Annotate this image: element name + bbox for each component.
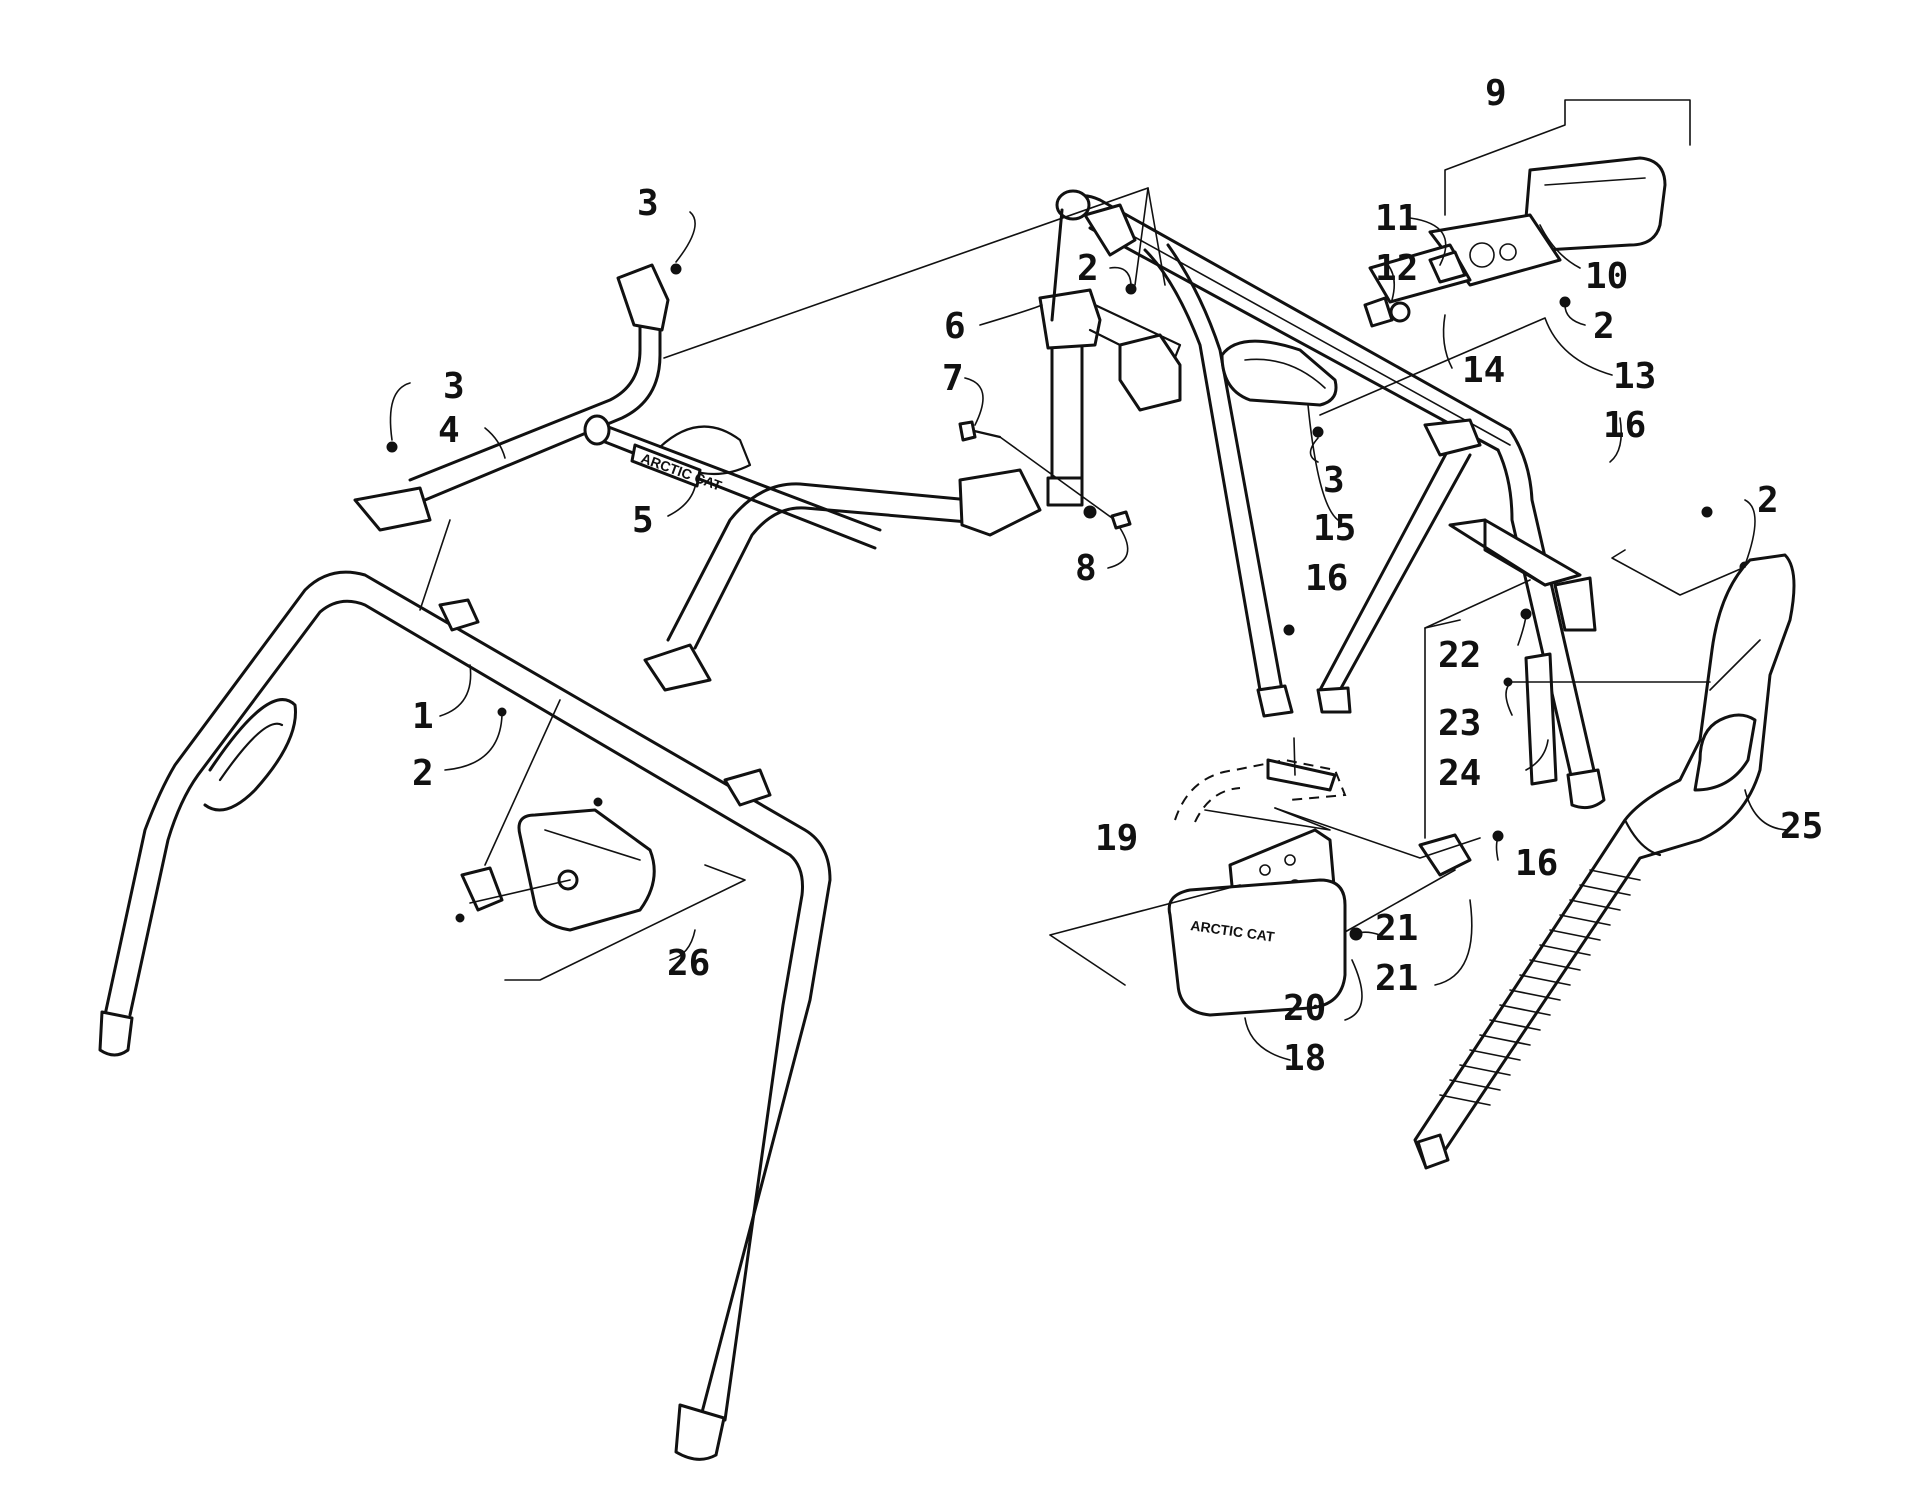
callout-21: 21 <box>1375 958 1418 999</box>
callout-16: 16 <box>1305 558 1348 599</box>
part-rear-post <box>958 288 1182 530</box>
callout-3: 3 <box>637 183 659 224</box>
callout-11: 11 <box>1375 198 1418 239</box>
callout-15: 15 <box>1313 508 1356 549</box>
part-logo-crosstube: ARCTIC CAT <box>583 414 882 550</box>
callout-17: 19 <box>1095 818 1138 859</box>
callout-1: 1 <box>412 696 434 737</box>
callout-2: 2 <box>1757 480 1779 521</box>
callout-19: 20 <box>1283 988 1326 1029</box>
dashed-floor-mount <box>1174 758 1347 823</box>
callout-22: 22 <box>1438 635 1481 676</box>
part-front-roll-bar <box>98 570 832 1461</box>
callout-13: 13 <box>1613 356 1656 397</box>
callout-16: 16 <box>1603 405 1646 446</box>
crossbar-logo-text: ARCTIC CAT <box>639 450 724 494</box>
callout-16: 16 <box>1515 843 1558 884</box>
part-upper-crossbar <box>353 263 1042 692</box>
callout-14: 14 <box>1462 350 1505 391</box>
callout-5: 5 <box>632 500 654 541</box>
callout-25: 25 <box>1780 806 1823 847</box>
callout-20: 21 <box>1375 908 1418 949</box>
part-tail-light-assembly <box>1363 156 1667 328</box>
callout-24: 24 <box>1438 753 1481 794</box>
part-headlight-assembly: ARCTIC CAT <box>1167 828 1472 1017</box>
callout-3: 3 <box>443 366 465 407</box>
callout-7: 7 <box>942 358 964 399</box>
callout-2: 2 <box>1593 306 1615 347</box>
callout-2: 2 <box>1077 248 1099 289</box>
part-mirror <box>455 797 656 932</box>
part-rear-cage <box>1050 189 1606 810</box>
callout-6: 6 <box>944 306 966 347</box>
callout-18: 18 <box>1283 1038 1326 1079</box>
callout-26: 26 <box>667 943 710 984</box>
callout-4: 4 <box>438 410 460 451</box>
part-side-net <box>1413 553 1796 1170</box>
callout-8: 8 <box>1075 548 1097 589</box>
callout-9: 9 <box>1485 73 1507 114</box>
callout-2: 2 <box>412 753 434 794</box>
callout-3: 3 <box>1323 460 1345 501</box>
leader-lines <box>389 99 1791 1061</box>
net-mesh <box>1439 869 1641 1106</box>
part-22-24 <box>1524 652 1558 786</box>
callout-23: 23 <box>1438 703 1481 744</box>
callout-12: 12 <box>1375 248 1418 289</box>
callout-10: 10 <box>1585 256 1628 297</box>
callout-labels: 3 3 4 5 1 2 26 6 7 8 2 9 11 12 10 2 13 1… <box>412 73 1823 1079</box>
